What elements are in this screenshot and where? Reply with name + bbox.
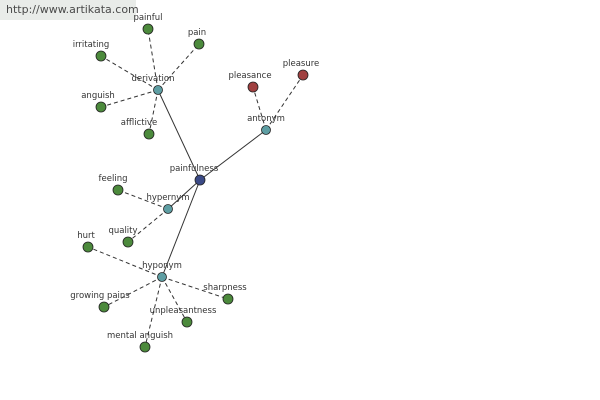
term-node-anguish[interactable]: anguish (81, 91, 115, 113)
term-node-mental-anguish[interactable]: mental anguish (107, 331, 173, 353)
term-dot-pleasure[interactable] (297, 69, 309, 81)
term-dot-unpleasantness[interactable] (181, 316, 193, 328)
term-dot-irritating[interactable] (95, 50, 107, 62)
term-label-quality: quality (108, 226, 137, 236)
term-dot-growing-pains[interactable] (98, 301, 110, 313)
relation-dot-hyponym[interactable] (157, 272, 167, 282)
term-node-quality[interactable]: quality (108, 226, 138, 248)
term-dot-hurt[interactable] (82, 241, 94, 253)
term-label-unpleasantness: unpleasantness (150, 306, 217, 316)
edge-hyponym-unpleasantness (161, 276, 188, 323)
edge-painfulness-derivation (157, 89, 201, 181)
term-label-sharpness: sharpness (203, 283, 247, 293)
term-node-sharpness[interactable]: sharpness (203, 283, 247, 305)
term-node-pleasure[interactable]: pleasure (283, 59, 320, 81)
term-label-feeling: feeling (99, 174, 128, 184)
term-node-painful[interactable]: painful (133, 13, 163, 35)
term-node-unpleasantness[interactable]: unpleasantness (150, 306, 217, 328)
edge-hyponym-mental-anguish (144, 276, 163, 348)
term-label-mental-anguish: mental anguish (107, 331, 173, 341)
term-node-growing-pains[interactable]: growing pains (70, 291, 130, 313)
relation-node-hyponym[interactable]: hyponym (142, 261, 182, 282)
root-dot-painfulness[interactable] (194, 174, 206, 186)
term-label-growing-pains: growing pains (70, 291, 130, 301)
edge-derivation-painful (147, 28, 159, 91)
root-label-painfulness: painfulness (170, 164, 219, 174)
root-node-painfulness[interactable]: painfulness (170, 164, 219, 186)
term-dot-pleasance[interactable] (247, 81, 259, 93)
edge-painfulness-hypernym (167, 179, 201, 210)
edge-hypernym-feeling (117, 189, 169, 210)
term-node-feeling[interactable]: feeling (99, 174, 128, 196)
relation-label-antonym: antonym (247, 114, 285, 124)
edge-antonym-pleasance (252, 86, 267, 131)
edge-derivation-afflictive (148, 89, 159, 135)
edge-painfulness-antonym (199, 129, 267, 181)
term-label-hurt: hurt (77, 231, 95, 241)
relation-dot-antonym[interactable] (261, 125, 271, 135)
term-label-anguish: anguish (81, 91, 115, 101)
relation-label-hyponym: hyponym (142, 261, 182, 271)
graph-edges (87, 28, 304, 348)
term-node-irritating[interactable]: irritating (73, 40, 110, 62)
term-dot-mental-anguish[interactable] (139, 341, 151, 353)
graph-nodes: painfulness derivation painful pain irritati… (70, 13, 320, 353)
term-label-painful: painful (133, 13, 162, 23)
term-node-pain[interactable]: pain (188, 28, 206, 50)
edge-derivation-pain (157, 43, 200, 91)
term-dot-painful[interactable] (142, 23, 154, 35)
relation-label-hypernym: hypernym (146, 193, 189, 203)
term-dot-afflictive[interactable] (143, 128, 155, 140)
term-node-hurt[interactable]: hurt (77, 231, 95, 253)
edge-hypernym-quality (127, 208, 169, 243)
term-label-afflictive: afflictive (121, 118, 157, 128)
term-dot-pain[interactable] (193, 38, 205, 50)
term-label-pleasure: pleasure (283, 59, 320, 69)
term-dot-feeling[interactable] (112, 184, 124, 196)
edge-hyponym-hurt (87, 246, 163, 278)
term-label-pain: pain (188, 28, 206, 38)
relation-dot-derivation[interactable] (153, 85, 163, 95)
term-label-irritating: irritating (73, 40, 110, 50)
term-dot-anguish[interactable] (95, 101, 107, 113)
term-label-pleasance: pleasance (228, 71, 271, 81)
relation-label-derivation: derivation (131, 74, 174, 84)
site-url-watermark: http://www.artikata.com (0, 0, 139, 20)
term-node-afflictive[interactable]: afflictive (121, 118, 157, 140)
edge-derivation-irritating (100, 55, 159, 91)
relation-node-hypernym[interactable]: hypernym (146, 193, 190, 214)
edge-painfulness-hyponym (161, 179, 201, 278)
term-dot-sharpness[interactable] (222, 293, 234, 305)
edge-derivation-anguish (100, 89, 159, 108)
relation-dot-hypernym[interactable] (163, 204, 173, 214)
relation-node-derivation[interactable]: derivation (131, 74, 175, 95)
edge-hyponym-sharpness (161, 276, 229, 300)
term-node-pleasance[interactable]: pleasance (228, 71, 272, 93)
relation-node-antonym[interactable]: antonym (247, 114, 285, 135)
term-dot-quality[interactable] (122, 236, 134, 248)
edge-hyponym-growing-pains (103, 276, 163, 308)
